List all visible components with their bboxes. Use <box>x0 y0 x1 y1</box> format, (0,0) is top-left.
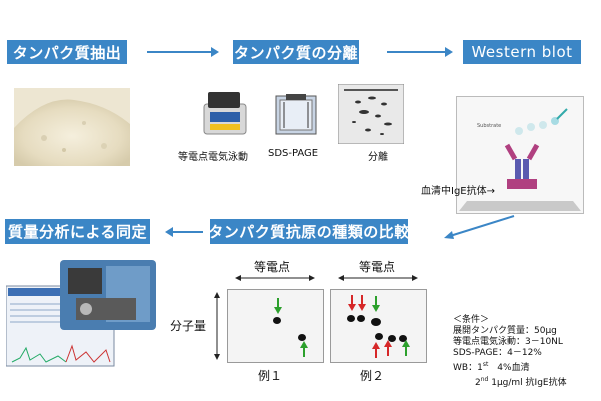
red-arrow-marker <box>384 340 392 356</box>
antibody-diagram: Substrate <box>459 108 581 211</box>
arrow-comparison-to-identification <box>165 227 203 237</box>
svg-text:Substrate: Substrate <box>477 123 501 129</box>
blot-panel-example-1 <box>227 289 324 363</box>
blot-spot <box>371 318 381 326</box>
green-arrow-marker <box>372 296 380 312</box>
sds-page-device-image <box>275 94 317 135</box>
blot-spot <box>357 315 365 322</box>
step-protein-separation: タンパク質の分離 <box>233 40 359 64</box>
step-western-blot: Western blot <box>463 40 581 64</box>
step-protein-extraction: タンパク質抽出 <box>7 40 127 64</box>
blot-panel-example-2 <box>330 289 427 363</box>
x-axis-arrow-2 <box>338 275 418 281</box>
conditions-line-4: WB：1st 4%血清 <box>453 359 567 374</box>
blot-spot <box>298 334 306 341</box>
western-blot-schematic: Substrate <box>456 96 584 214</box>
step-antigen-comparison: タンパク質抗原の種類の比較 <box>208 219 409 244</box>
conditions-line-5-prefix: 2 <box>475 378 481 388</box>
mass-spectrometer-image <box>5 258 156 368</box>
blot-spot <box>375 333 383 340</box>
serum-ige-label: 血清中IgE抗体→ <box>421 186 495 197</box>
y-axis-arrow <box>214 292 220 360</box>
conditions-line-2: 等電点電気泳動：3－10NL <box>453 337 563 347</box>
x-axis-label-isoelectric-1: 等電点 <box>254 260 291 274</box>
step-mass-spec-identification: 質量分析による同定 <box>5 219 150 244</box>
red-arrow-marker <box>372 342 380 358</box>
conditions-line-3: SDS-PAGE：4－12% <box>453 348 542 358</box>
protein-powder-image <box>14 88 130 166</box>
x-axis-label-isoelectric-2: 等電点 <box>359 260 396 274</box>
green-arrow-marker <box>274 298 282 314</box>
ief-device-image <box>203 92 247 135</box>
conditions-line-4-sup: st <box>482 361 489 368</box>
blot-spot <box>388 335 396 342</box>
arrow-western-to-comparison <box>444 215 515 239</box>
arrow-extraction-to-separation <box>147 47 219 57</box>
2d-gel-image <box>338 84 404 144</box>
x-axis-arrow-1 <box>235 275 315 281</box>
blot-spot <box>273 317 281 324</box>
blot-spot <box>347 315 355 322</box>
conditions-line-5-suffix: 1μg/ml 抗IgE抗体 <box>488 378 567 388</box>
red-arrow-marker <box>348 295 356 311</box>
example-1-label: 例１ <box>258 369 283 383</box>
blot-spot <box>399 335 407 342</box>
conditions-line-4-suffix: 4%血清 <box>488 363 530 373</box>
green-arrow-marker <box>402 340 410 356</box>
red-arrow-marker <box>358 295 366 311</box>
example-2-label: 例２ <box>360 369 385 383</box>
green-arrow-marker <box>300 341 308 357</box>
conditions-title: ＜条件＞ <box>453 315 490 325</box>
caption-separation: 分離 <box>368 152 388 163</box>
conditions-line-5-sup: nd <box>480 376 489 383</box>
y-axis-label-molecular-weight: 分子量 <box>170 319 207 333</box>
conditions-line-1: 展開タンパク質量：50μg <box>453 326 557 336</box>
arrow-separation-to-western <box>387 47 453 57</box>
conditions-line-5: 2nd 1μg/ml 抗IgE抗体 <box>453 374 567 389</box>
caption-sds-page: SDS-PAGE <box>268 148 319 159</box>
conditions-block: ＜条件＞ 展開タンパク質量：50μg 等電点電気泳動：3－10NL SDS-PA… <box>453 315 567 389</box>
caption-ief: 等電点電気泳動 <box>178 152 248 163</box>
conditions-line-4-prefix: WB：1 <box>453 363 483 373</box>
